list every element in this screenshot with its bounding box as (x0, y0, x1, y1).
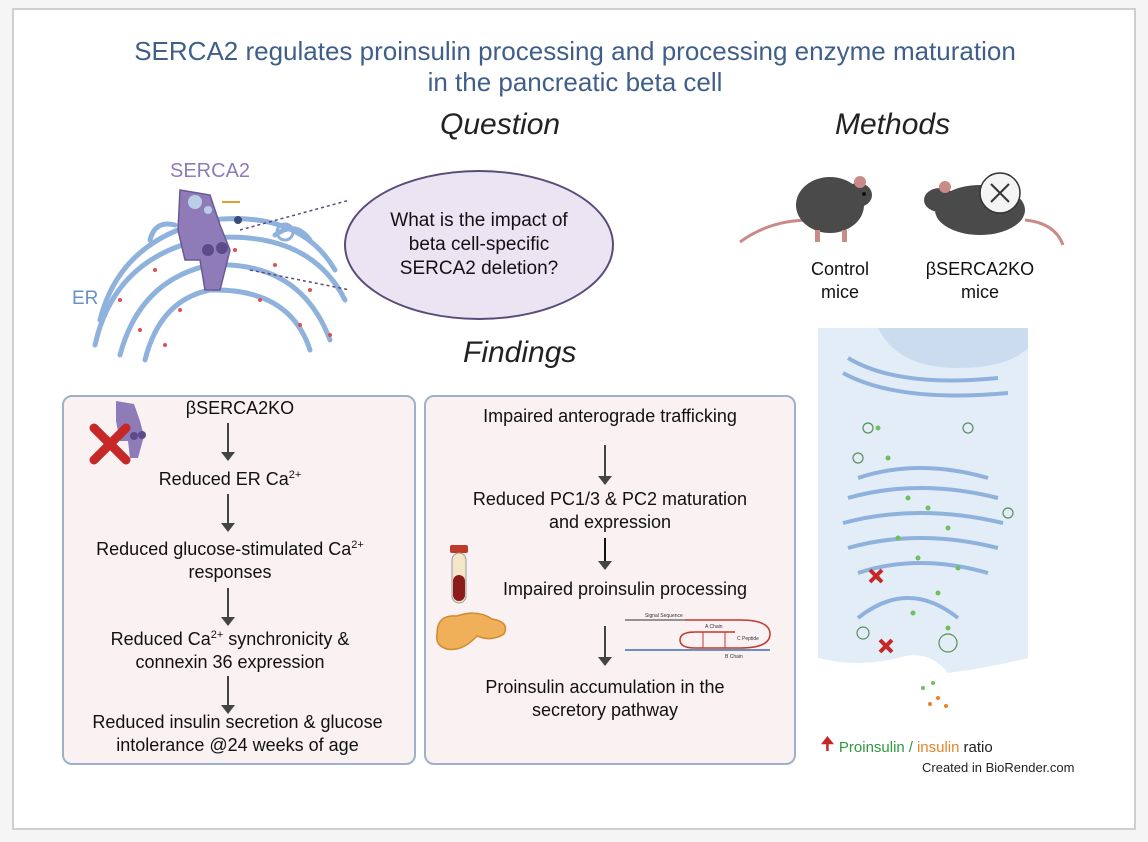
mini-label-a-chain: A Chain (705, 624, 723, 630)
right-arrow-1 (598, 445, 612, 485)
methods-heading: Methods (835, 108, 951, 141)
title-line-1: SERCA2 regulates proinsulin processing a… (134, 36, 1016, 66)
control-mice-label: Control mice (810, 259, 870, 302)
right-arrow-2 (598, 538, 612, 570)
block-cross-icon (868, 568, 894, 654)
left-arrow-3 (221, 588, 235, 626)
mini-label-signal: Signal Sequence (645, 613, 683, 619)
proinsulin-structure-diagram: Signal Sequence A Chain C Peptide B Chai… (625, 613, 771, 660)
proinsulin-insulin-ratio: 🠉 Proinsulin/insulin ratio (820, 732, 993, 762)
left-arrow-2 (221, 494, 235, 532)
right-step-1: Impaired anterograde trafficking (483, 406, 737, 426)
biorender-credit: Created in BioRender.com (922, 760, 1075, 775)
ko-mouse-icon (924, 172, 1065, 246)
right-arrow-3 (598, 626, 612, 666)
serca2-label: SERCA2 (170, 160, 251, 182)
left-step-3: Reduced glucose-stimulated Ca2+responses (96, 539, 364, 582)
left-arrow-1 (221, 423, 235, 461)
control-mouse-icon (739, 176, 872, 244)
findings-heading: Findings (463, 336, 577, 369)
er-label: ER (72, 288, 99, 309)
left-step-1: βSERCA2KO (185, 398, 295, 418)
er-serca2-illustration (92, 189, 348, 363)
figure-title: SERCA2 regulates proinsulin processing a… (60, 36, 1090, 98)
findings-panel-right (424, 395, 796, 765)
secretory-pathway-illustration (818, 328, 1028, 728)
question-text: What is the impact of beta cell-specific… (390, 210, 568, 279)
serca2-knockout-icon (89, 401, 146, 465)
question-heading: Question (440, 108, 561, 141)
ko-mice-label: βSERCA2KO mice (925, 259, 1035, 302)
left-step-2: Reduced ER Ca2+ (158, 469, 302, 489)
left-arrow-4 (221, 676, 235, 714)
blood-tube-icon (450, 545, 468, 604)
mini-label-c-peptide: C Peptide (737, 636, 759, 642)
right-step-3: Impaired proinsulin processing (502, 579, 748, 599)
pancreas-icon (435, 612, 507, 651)
serca2-pump-icon (177, 189, 242, 291)
title-line-2: in the pancreatic beta cell (427, 67, 723, 97)
up-arrow-icon: 🠉 (820, 734, 835, 754)
callout-lines (239, 199, 351, 291)
mini-label-b-chain: B Chain (725, 654, 743, 660)
question-bubble: What is the impact of beta cell-specific… (344, 170, 614, 320)
left-step-4: Reduced Ca2+ synchronicity &connexin 36 … (110, 629, 350, 672)
